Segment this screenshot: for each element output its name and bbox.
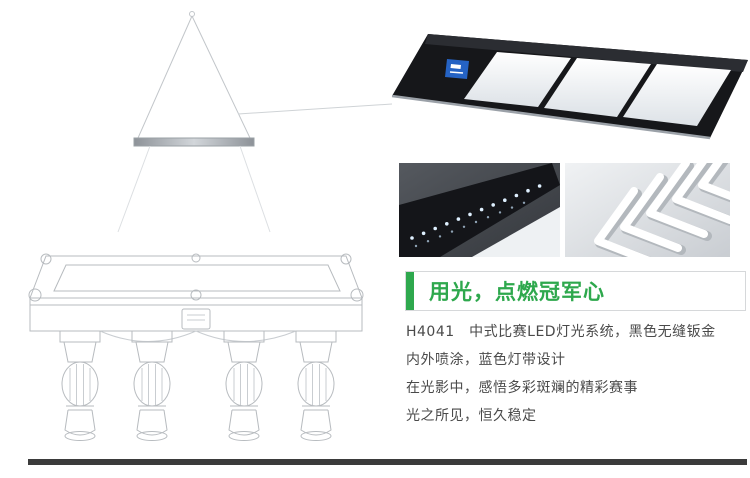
table-leg bbox=[131, 330, 173, 441]
table-leg bbox=[59, 330, 101, 441]
table-leg bbox=[223, 330, 265, 441]
leader-line bbox=[237, 103, 393, 115]
section-title-box: 用光，点燃冠军心 bbox=[405, 271, 746, 311]
page-title: 用光，点燃冠军心 bbox=[429, 280, 605, 304]
table-leg bbox=[295, 330, 337, 441]
panel-frame-closeup-photo bbox=[565, 163, 730, 257]
suspended-lamp-line-drawing bbox=[117, 11, 271, 233]
product-description: H4041 中式比赛LED灯光系统，黑色无缝钣金 内外喷涂，蓝色灯带设计 在光影… bbox=[406, 324, 746, 436]
led-strip-closeup-photo bbox=[399, 163, 560, 257]
table-brand-plate bbox=[181, 308, 211, 330]
title-accent-bar bbox=[406, 272, 414, 310]
description-line: 内外喷涂，蓝色灯带设计 bbox=[406, 352, 566, 368]
description-line: H4041 中式比赛LED灯光系统，黑色无缝钣金 bbox=[406, 324, 716, 340]
led-fixture-product-photo bbox=[391, 34, 748, 140]
brand-badge bbox=[445, 59, 469, 79]
bottom-divider-bar bbox=[28, 459, 747, 465]
description-line: 光之所见，恒久稳定 bbox=[406, 408, 537, 424]
description-line: 在光影中，感悟多彩斑斓的精彩赛事 bbox=[406, 380, 638, 396]
billiard-table-line-drawing bbox=[28, 253, 364, 441]
